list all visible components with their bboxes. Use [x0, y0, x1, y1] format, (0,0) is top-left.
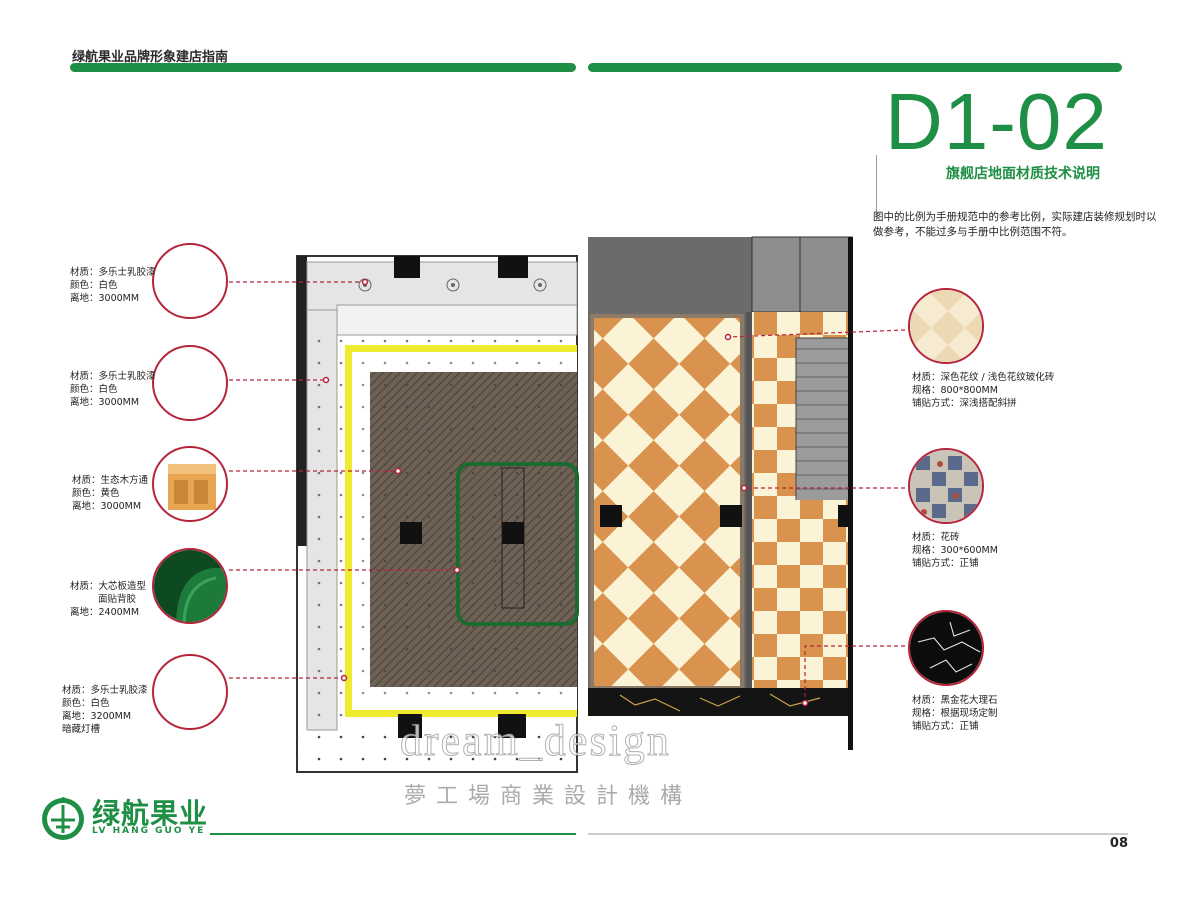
swatch-white-paint-3 [152, 654, 228, 730]
left-label-2: 材质：多乐士乳胶漆颜色：白色离地：3000MM [70, 371, 156, 408]
scale-note: 图中的比例为手册规范中的参考比例，实际建店装修规划时以做参考，不能过多与手册中比… [873, 211, 1157, 238]
swatch-white-paint-1 [152, 243, 228, 319]
swatch-green-panel [152, 548, 228, 624]
header-bar-left [70, 63, 576, 72]
swatch-pattern-tile [908, 448, 984, 524]
swatch-white-paint-2 [152, 345, 228, 421]
footer-line [210, 833, 576, 835]
header-bar-right [588, 63, 1122, 72]
section-subtitle: 旗舰店地面材质技术说明 [946, 166, 1100, 182]
brand-name-en: LV HANG GUO YE [92, 826, 206, 836]
brand-name-cn: 绿航果业 [92, 797, 209, 830]
left-label-3: 材质：生态木方通颜色：黄色离地：3000MM [72, 475, 149, 512]
header-title: 绿航果业品牌形象建店指南 [72, 50, 229, 65]
page-number: 08 [1109, 836, 1128, 851]
swatch-glazed-tile [908, 288, 984, 364]
right-label-3: 材质：黑金花大理石规格：根据现场定制铺贴方式：正铺 [912, 695, 998, 732]
brand-logo-icon [42, 797, 84, 840]
swatch-eco-wood-tube [152, 446, 228, 522]
left-label-1: 材质：多乐士乳胶漆颜色：白色离地：3000MM [70, 267, 156, 304]
section-code: D1-02 [885, 77, 1108, 166]
swatch-black-marble [908, 610, 984, 686]
left-label-4: 材质：大芯板造型面贴背胶离地：2400MM [70, 581, 147, 618]
watermark-en: dream_design [400, 716, 671, 766]
watermark-cn: 夢工場商業設計機構 [404, 784, 693, 809]
divider [876, 155, 877, 220]
